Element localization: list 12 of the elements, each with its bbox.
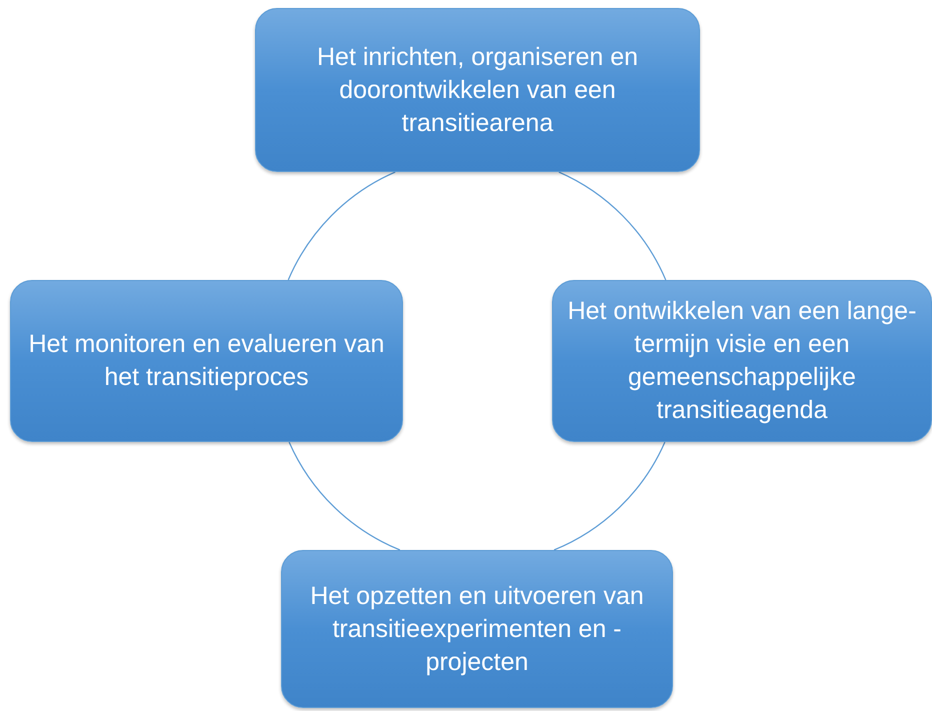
box-text: Het monitoren en evalueren van het transitieproces bbox=[28, 329, 386, 393]
connector-arc bbox=[288, 442, 400, 550]
connector-arc bbox=[558, 172, 666, 280]
process-box bbox=[552, 280, 932, 442]
box-text: Het opzetten en uitvoeren van transitieexperimenten en -projecten bbox=[309, 580, 645, 678]
process-box bbox=[10, 280, 403, 442]
connector-arc bbox=[288, 171, 396, 280]
connector-arc bbox=[554, 442, 666, 550]
process-box bbox=[281, 550, 673, 708]
process-box bbox=[255, 8, 700, 172]
box-text: Het inrichten, organiseren en doorontwikkelen van een transitiearena bbox=[316, 42, 640, 138]
box-text: Het ontwikkelen van een lange-termijn visie en een gemeenschappelijke transitieagenda bbox=[566, 296, 918, 426]
